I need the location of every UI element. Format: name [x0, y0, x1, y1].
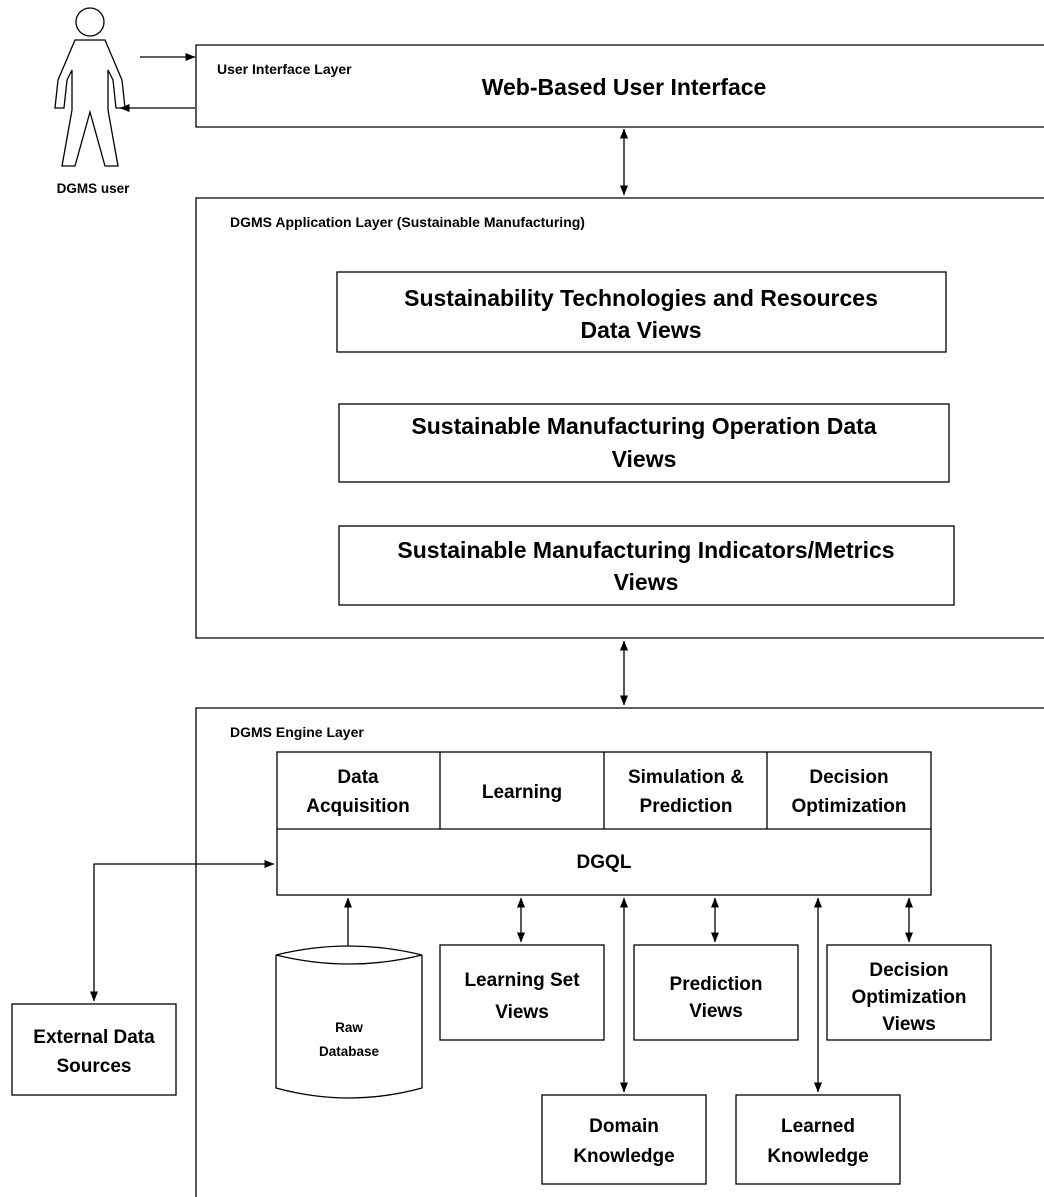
module-decision-optimization: Decision Optimization [791, 767, 906, 817]
decision-views-line3: Views [882, 1014, 936, 1035]
module-1-line1: Data [337, 767, 379, 788]
app-layer-label: DGMS Application Layer (Sustainable Manu… [230, 214, 585, 230]
app-view-1-line2: Data Views [580, 317, 701, 343]
raw-db-line1: Raw [335, 1020, 363, 1035]
learned-knowledge-line1: Learned [781, 1116, 855, 1137]
learning-set-line1: Learning Set [464, 970, 580, 991]
prediction-line2: Views [689, 1001, 743, 1022]
engine-layer: DGMS Engine Layer Data Acquisition Learn… [195, 707, 1044, 1197]
external-sources-line2: Sources [57, 1056, 132, 1077]
raw-database-cylinder: Raw Database [275, 945, 423, 1099]
learning-set-line2: Views [495, 1002, 549, 1023]
app-view-box-1: Sustainability Technologies and Resource… [336, 271, 947, 353]
learned-knowledge-line2: Knowledge [767, 1146, 868, 1167]
module-4-line2: Optimization [791, 796, 906, 817]
prediction-line1: Prediction [670, 974, 763, 995]
external-data-sources-box: External Data Sources [11, 1003, 177, 1096]
app-view-box-2: Sustainable Manufacturing Operation Data… [338, 403, 950, 483]
user-figure-icon [54, 7, 126, 167]
app-view-box-3: Sustainable Manufacturing Indicators/Met… [338, 525, 955, 606]
learning-set-views-box: Learning Set Views [439, 944, 605, 1041]
app-view-2-line1: Sustainable Manufacturing Operation Data [411, 413, 876, 439]
module-2-line1: Learning [482, 782, 562, 803]
raw-db-line2: Database [319, 1044, 380, 1059]
module-4-line1: Decision [809, 767, 888, 788]
prediction-views-box: Prediction Views [633, 944, 799, 1041]
decision-optimization-views-box: Decision Optimization Views [826, 944, 992, 1041]
module-1-line2: Acquisition [306, 796, 409, 817]
external-sources-connector [90, 860, 275, 1002]
app-view-3-line2: Views [614, 569, 679, 595]
module-simulation-prediction: Simulation & Prediction [628, 767, 744, 817]
domain-knowledge-line2: Knowledge [573, 1146, 674, 1167]
ui-layer-title: Web-Based User Interface [482, 74, 767, 100]
external-sources-line1: External Data [33, 1027, 155, 1048]
learned-knowledge-box: Learned Knowledge [735, 1094, 901, 1185]
ui-layer: User Interface Layer Web-Based User Inte… [195, 44, 1044, 128]
application-layer: DGMS Application Layer (Sustainable Manu… [195, 197, 1044, 639]
module-3-line1: Simulation & [628, 767, 744, 788]
ui-layer-label: User Interface Layer [217, 61, 352, 77]
dgql-label: DGQL [577, 852, 632, 873]
user-label: DGMS user [57, 181, 131, 196]
decision-views-line2: Optimization [851, 987, 966, 1008]
engine-layer-label: DGMS Engine Layer [230, 724, 364, 740]
app-view-1-line1: Sustainability Technologies and Resource… [404, 285, 878, 311]
decision-views-line1: Decision [869, 960, 948, 981]
module-learning: Learning [482, 782, 562, 803]
app-view-3-line1: Sustainable Manufacturing Indicators/Met… [397, 537, 894, 563]
module-3-line2: Prediction [640, 796, 733, 817]
app-view-2-line2: Views [612, 446, 677, 472]
domain-knowledge-box: Domain Knowledge [541, 1094, 707, 1185]
domain-knowledge-line1: Domain [589, 1116, 659, 1137]
module-data-acquisition: Data Acquisition [306, 767, 409, 817]
